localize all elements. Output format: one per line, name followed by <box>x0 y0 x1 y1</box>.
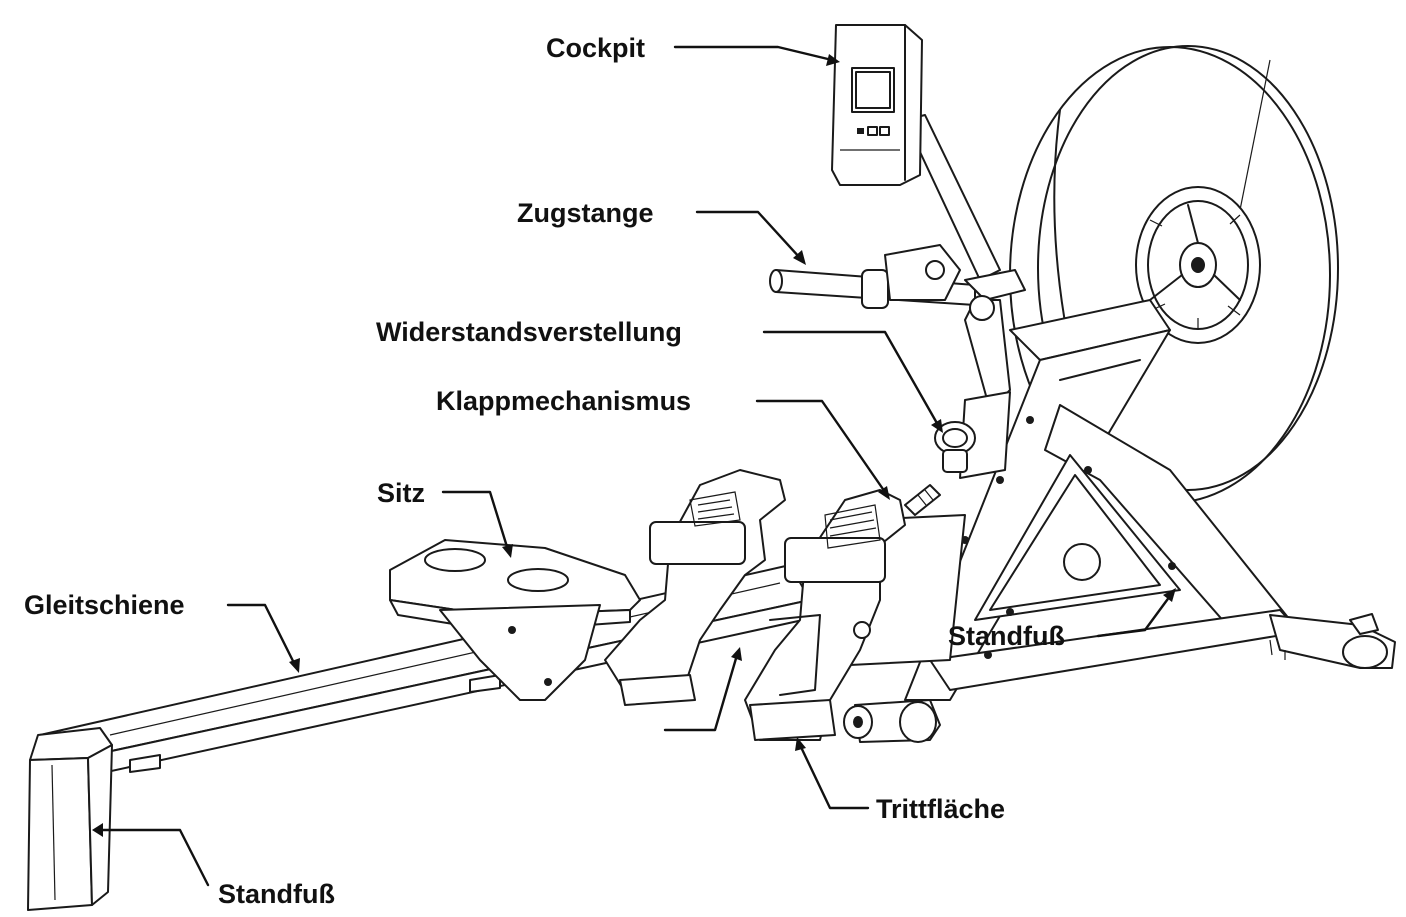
rowing-machine-illustration <box>27 24 1396 911</box>
arrowhead-unlabeled <box>731 647 742 661</box>
leader-zugstange <box>695 210 802 260</box>
callout-lines <box>92 45 1176 887</box>
leader-unlabeled <box>663 653 739 732</box>
leader-widerstandsverstellung <box>762 330 940 427</box>
arrowhead-widerstandsverstellung <box>931 419 943 433</box>
label-klappmechanismus: Klappmechanismus <box>436 386 691 416</box>
label-standfuss-front: Standfuß <box>948 621 1065 651</box>
label-standfuss-rear: Standfuß <box>218 879 335 909</box>
footrest-left <box>604 469 786 706</box>
leader-sitz <box>441 490 510 552</box>
handlebar <box>769 244 1026 411</box>
label-widerstandsverstellung: Widerstandsverstellung <box>376 317 682 347</box>
arrowhead-klappmechanismus <box>878 486 890 500</box>
arrowhead-sitz <box>502 544 513 558</box>
resistance-and-folding <box>904 391 1011 516</box>
leader-standfuss-rear <box>98 828 210 887</box>
footrest-right <box>744 489 906 741</box>
arrowhead-gleitschiene <box>289 658 300 673</box>
arrowhead-zugstange <box>793 250 806 265</box>
seat <box>389 539 641 701</box>
front-roller <box>843 699 941 743</box>
label-trittflaeche: Trittfläche <box>876 794 1005 824</box>
leader-klappmechanismus <box>755 399 887 494</box>
monitor-assembly <box>831 24 1001 281</box>
main-frame <box>904 299 1396 701</box>
label-gleitschiene: Gleitschiene <box>24 590 185 620</box>
leader-cockpit <box>673 45 834 62</box>
label-sitz: Sitz <box>377 478 425 508</box>
rear-foot <box>27 727 113 911</box>
arrowhead-standfuss-front <box>1163 588 1176 602</box>
arrowhead-standfuss-rear <box>92 823 103 837</box>
leader-trittflaeche <box>798 743 870 810</box>
leader-gleitschiene <box>226 603 297 667</box>
arrowhead-cockpit <box>826 54 840 66</box>
arrowhead-trittflaeche <box>795 737 806 751</box>
leader-standfuss-front <box>1096 594 1172 638</box>
label-cockpit: Cockpit <box>546 33 645 63</box>
callout-labels: Cockpit Zugstange Widerstandsverstellung… <box>24 33 1065 909</box>
label-zugstange: Zugstange <box>517 198 654 228</box>
